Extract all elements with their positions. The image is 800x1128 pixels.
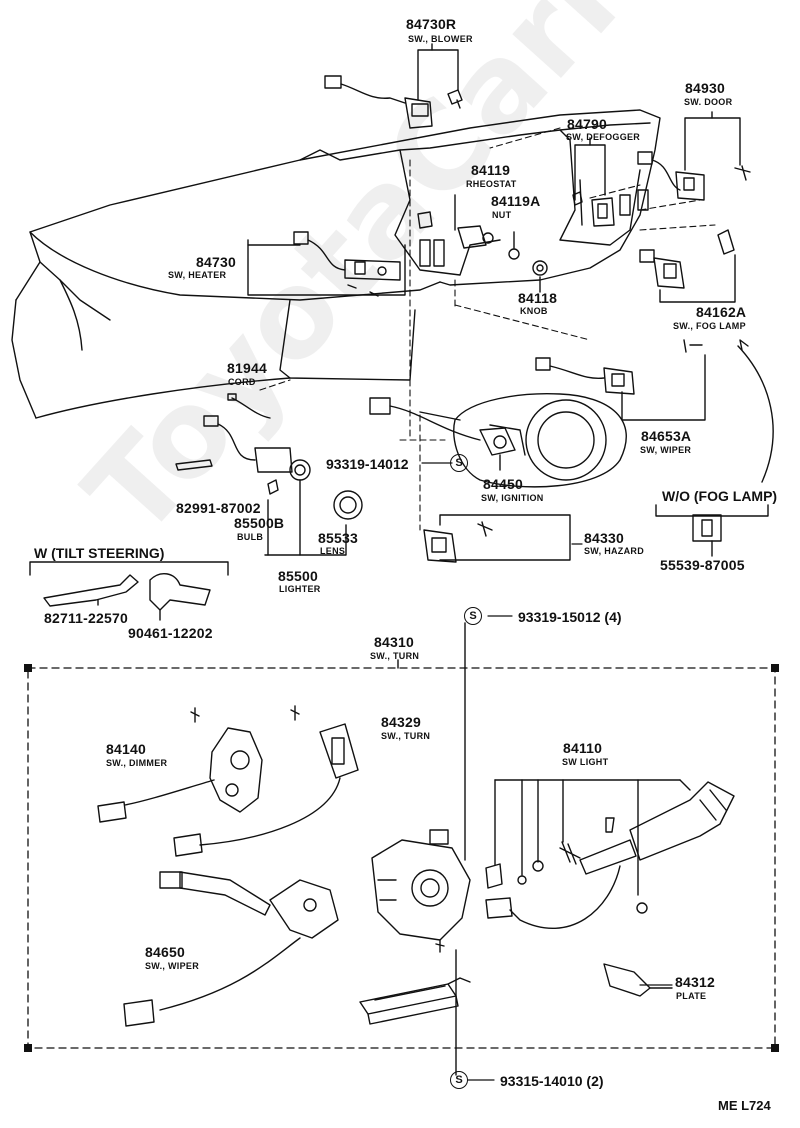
part-caption-84650: SW., WIPER — [145, 961, 200, 971]
part-number-84119A: 84119A — [491, 193, 541, 209]
part-number-84329: 84329 — [381, 714, 421, 730]
part-caption-84329: SW., TURN — [381, 731, 431, 741]
part-number-90461-12202: 90461-12202 — [128, 625, 213, 641]
s-symbol-93319-15012: S — [464, 607, 482, 625]
dashed-leaders-upper — [259, 127, 716, 531]
part-number-93319-14012: 93319-14012 — [326, 456, 409, 472]
part-caption-81944: CORD — [228, 377, 256, 387]
s-symbol-93315-14010: S — [450, 1071, 468, 1089]
part-number-84450: 84450 — [483, 476, 523, 492]
wiper-switch-drawing — [123, 871, 339, 1027]
part-caption-84312: PLATE — [676, 991, 707, 1001]
part-number-84118: 84118 — [518, 290, 558, 306]
part-caption-85500: LIGHTER — [279, 584, 321, 594]
part-caption-84118: KNOB — [520, 306, 548, 316]
fog-lamp-switch-drawing — [639, 229, 736, 303]
part-number-84119: 84119 — [471, 162, 511, 178]
dimmer-switch-drawing — [97, 705, 300, 823]
part-caption-84930: SW. DOOR — [684, 97, 733, 107]
part-number-84110: 84110 — [563, 740, 603, 756]
part-caption-84110: SW LIGHT — [562, 757, 609, 767]
ignition-switch-drawing — [369, 397, 516, 471]
s-symbol-93319-14012: S — [450, 454, 468, 472]
part-caption-85533: LENS — [320, 546, 346, 556]
door-switch-drawing — [637, 111, 751, 201]
part-caption-84790: SW, DEFOGGER — [566, 132, 641, 142]
part-number-84650: 84650 — [145, 944, 185, 960]
part-number-84310: 84310 — [374, 634, 414, 650]
part-number-85500: 85500 — [278, 568, 318, 584]
turn-switch-module-drawing — [173, 723, 359, 857]
part-number-84653A: 84653A — [641, 428, 692, 444]
part-caption-84653A: SW, WIPER — [640, 445, 692, 455]
part-caption-84162A: SW., FOG LAMP — [673, 321, 746, 331]
part-caption-84330: SW, HAZARD — [584, 546, 644, 556]
part-number-84930: 84930 — [685, 80, 725, 96]
part-number-84730: 84730 — [196, 254, 236, 270]
part-caption-84450: SW, IGNITION — [481, 493, 544, 503]
part-number-93319-15012: 93319-15012 (4) — [518, 609, 622, 625]
group-label-wo-fog-lamp: W/O (FOG LAMP) — [662, 488, 778, 504]
part-caption-84310: SW., TURN — [370, 651, 420, 661]
part-number-84790: 84790 — [567, 116, 607, 132]
group-label-tilt-steering: W (TILT STEERING) — [34, 545, 165, 561]
combination-switch-drawing — [371, 829, 471, 953]
part-caption-85500B: BULB — [237, 532, 264, 542]
lighter-drawing — [175, 393, 363, 556]
part-number-55539-87005: 55539-87005 — [660, 557, 745, 573]
diagram-code: ME L724 — [718, 1098, 771, 1113]
part-number-84312: 84312 — [675, 974, 715, 990]
part-number-85500B: 85500B — [234, 515, 285, 531]
heater-switch-drawing — [247, 231, 406, 297]
steering-column-drawing — [419, 339, 706, 488]
dashboard-outline — [11, 109, 661, 419]
part-caption-84730: SW, HEATER — [168, 270, 227, 280]
turn-switch-group-markers — [24, 622, 779, 1076]
part-caption-84730R: SW., BLOWER — [408, 34, 473, 44]
part-caption-84119A: NUT — [492, 210, 512, 220]
part-number-84140: 84140 — [106, 741, 146, 757]
part-number-84162A: 84162A — [696, 304, 747, 320]
hazard-switch-drawing — [423, 514, 571, 563]
defogger-switch-drawing — [572, 137, 615, 227]
rheostat-drawing — [417, 194, 548, 293]
part-caption-84119: RHEOSTAT — [466, 179, 517, 189]
tilt-steering-drawing — [29, 561, 229, 621]
part-number-82711-22570: 82711-22570 — [44, 610, 128, 626]
part-number-81944: 81944 — [227, 360, 267, 376]
fog-lamp-cover-drawing — [655, 339, 774, 557]
part-number-93315-14010: 93315-14010 (2) — [500, 1073, 604, 1089]
part-caption-84140: SW., DIMMER — [106, 758, 168, 768]
part-number-84730R: 84730R — [406, 16, 457, 32]
part-number-84330: 84330 — [584, 530, 624, 546]
turn-switch-group-box — [27, 667, 776, 1049]
part-number-82991-87002: 82991-87002 — [176, 500, 261, 516]
connector-plate-drawing — [359, 977, 471, 1025]
blower-switch-drawing — [324, 43, 463, 129]
light-switch-drawing — [485, 779, 735, 997]
part-number-85533: 85533 — [318, 530, 358, 546]
